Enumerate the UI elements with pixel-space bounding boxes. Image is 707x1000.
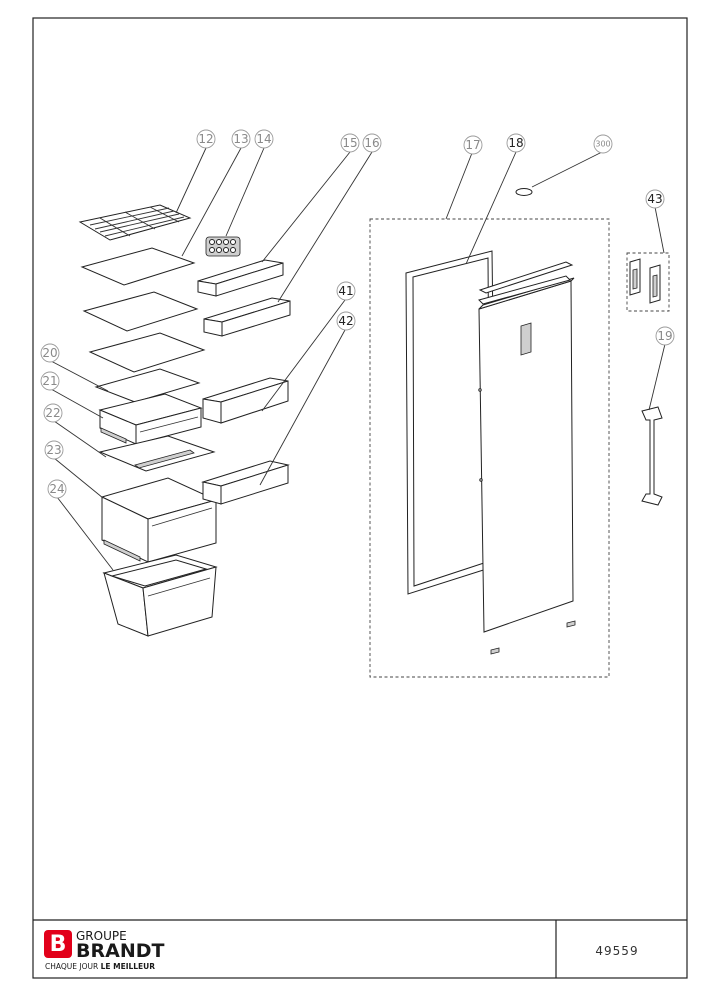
- part-glass-shelf-2: [82, 291, 199, 332]
- callout-42-label: 42: [338, 314, 353, 328]
- callout-19-label: 19: [657, 329, 672, 343]
- brand-logo: B GROUPE BRANDT CHAQUE JOUR LE MEILLEUR: [44, 929, 164, 971]
- callout-24: 24: [47, 479, 67, 499]
- document-number: 49559: [595, 944, 638, 958]
- part-19-door-handle: [641, 406, 663, 506]
- part-18-door-trim: [478, 261, 574, 305]
- callout-14: 14: [254, 129, 274, 149]
- brand-tagline-prefix: CHAQUE JOUR: [45, 962, 101, 971]
- part-15-door-balcony: [197, 259, 284, 297]
- callout-13-label: 13: [233, 132, 248, 146]
- callout-17-label: 17: [465, 138, 480, 152]
- brand-name-line2: BRANDT: [76, 940, 164, 962]
- callout-41-label: 41: [338, 284, 353, 298]
- part-13-glass-shelf: [80, 247, 196, 286]
- callout-13: 13: [231, 129, 251, 149]
- part-43-boundary: [626, 252, 670, 312]
- callout-300-label: 300: [595, 140, 610, 149]
- callout-22-label: 22: [45, 406, 60, 420]
- callout-21: 21: [40, 371, 60, 391]
- callout-23: 23: [44, 440, 64, 460]
- callout-18: 18: [506, 133, 526, 153]
- part-16-door-balcony: [203, 297, 291, 337]
- callout-16: 16: [362, 133, 382, 153]
- callout-21-label: 21: [42, 374, 57, 388]
- part-42-door-balcony: [201, 460, 290, 505]
- part-300-cap: [515, 188, 533, 196]
- callout-20: 20: [40, 343, 60, 363]
- brand-mark: [44, 930, 72, 958]
- part-door-panel: [478, 277, 575, 633]
- part-24-large-bin: [102, 554, 218, 637]
- callout-43: 43: [645, 189, 665, 209]
- part-43-handle-caps: [629, 258, 661, 304]
- door-assembly-boundary: [369, 218, 610, 678]
- brand-tagline-bold: LE MEILLEUR: [101, 962, 156, 971]
- part-12-shelf-grid: [78, 204, 192, 241]
- part-20-glass-shelf: [94, 368, 201, 403]
- callout-42: 42: [336, 311, 356, 331]
- brand-name-line1: GROUPE: [76, 929, 127, 943]
- callout-20-label: 20: [42, 346, 57, 360]
- callout-14-label: 14: [256, 132, 271, 146]
- callout-15: 15: [340, 133, 360, 153]
- callout-41: 41: [336, 281, 356, 301]
- part-21-small-drawer: [98, 393, 203, 445]
- callout-24-label: 24: [49, 482, 64, 496]
- part-14-egg-tray: [205, 236, 241, 257]
- part-door-hinges: [490, 620, 576, 655]
- callout-300: 300: [593, 134, 613, 154]
- callout-12: 12: [196, 129, 216, 149]
- callout-22: 22: [43, 403, 63, 423]
- part-glass-shelf-3: [88, 332, 206, 373]
- callout-15-label: 15: [342, 136, 357, 150]
- part-41-door-balcony: [202, 377, 289, 424]
- callout-16-label: 16: [364, 136, 379, 150]
- callout-12-label: 12: [198, 132, 213, 146]
- callout-19: 19: [655, 326, 675, 346]
- callout-18-label: 18: [508, 136, 523, 150]
- callout-17: 17: [463, 135, 483, 155]
- callout-43-label: 43: [647, 192, 662, 206]
- drawing-frame: [32, 17, 688, 979]
- callout-23-label: 23: [46, 443, 61, 457]
- part-23-crisper-drawer: [100, 477, 218, 563]
- part-22-crisper-cover: [98, 435, 216, 472]
- part-17-door-gasket: [405, 250, 497, 595]
- brand-tagline: CHAQUE JOUR LE MEILLEUR: [45, 962, 155, 971]
- svg-text:B: B: [50, 932, 67, 957]
- leader-lines: [50, 147, 666, 571]
